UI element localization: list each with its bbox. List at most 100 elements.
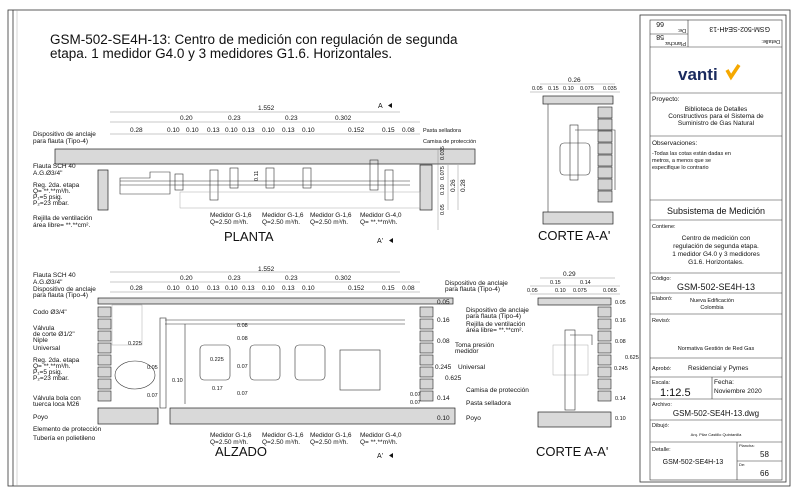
- meter-label: Q=2.50 m³/h.: [210, 219, 248, 226]
- dim: 0.10: [225, 285, 238, 292]
- proyecto-text: Constructivos para el Sistema de: [668, 113, 764, 120]
- dim: 0.07: [410, 400, 421, 406]
- dibujo-value: Arq. Pilar Castillo Quintanilla: [691, 432, 742, 437]
- label-anclaje: Dispositivo de anclaje: [445, 280, 508, 287]
- label-toma-presion: medidor: [455, 348, 479, 355]
- label-universal: Universal: [33, 345, 61, 352]
- poyo: [97, 407, 159, 425]
- escala-label: Escala:: [652, 380, 671, 386]
- meter-label: Medidor G-1,6: [210, 212, 252, 219]
- contiene-text: 1 medidor G4.0 y 3 medidores: [672, 251, 760, 258]
- label-flauta: Flauta SCH 40: [33, 163, 76, 170]
- dim: 0.20: [180, 275, 193, 282]
- dim: 0.13: [242, 285, 255, 292]
- dim: 0.10: [440, 184, 446, 195]
- archivo-label: Archivo:: [652, 402, 672, 408]
- label-regulador: Q= **.**m³/h.: [33, 363, 71, 370]
- contiene-label: Contiene:: [652, 224, 676, 230]
- dim: 1.552: [258, 105, 275, 112]
- section-arrow-icon: [389, 238, 393, 243]
- de-label-rotated: De:: [677, 27, 686, 33]
- meter-label: Medidor G-4,0: [360, 432, 402, 439]
- meter-label: Medidor G-1,6: [210, 432, 252, 439]
- dim: 0.152: [348, 127, 365, 134]
- proyecto-label: Proyecto:: [652, 96, 680, 103]
- dim: 0.05: [527, 288, 538, 294]
- contiene-text: regulación de segunda etapa.: [673, 243, 759, 250]
- dim: 0.625: [625, 355, 639, 361]
- poyo: [169, 407, 456, 425]
- dim: 0.035: [440, 146, 446, 160]
- label-regulador: P₂=23 mbar.: [33, 375, 69, 382]
- de-value: 66: [760, 469, 769, 478]
- dim: 0.20: [180, 115, 193, 122]
- label-rejilla: Rejilla de ventilación: [466, 321, 526, 328]
- dim: 0.16: [437, 317, 450, 324]
- aprobo-label: Aprobó:: [652, 366, 672, 372]
- dim: 0.10: [615, 416, 626, 422]
- view-label-planta: PLANTA: [224, 229, 274, 244]
- label-universal: Universal: [458, 364, 486, 371]
- alzado-view: 1.552 0.20 0.23 0.23 0.302 0.28 0.10 0.1…: [33, 266, 529, 460]
- dim: 0.05: [532, 86, 543, 92]
- dim: 0.07: [410, 392, 421, 398]
- detalle-value-rotated: GSM-502-SE4H-13: [709, 25, 770, 32]
- dim: 0.245: [614, 366, 628, 372]
- dim: 0.23: [285, 115, 298, 122]
- dim: 0.10: [225, 127, 238, 134]
- dim: 0.10: [167, 127, 180, 134]
- meter-label: Q=2.50 m³/h.: [310, 439, 348, 446]
- plancha-label-rotated: Plancha:: [664, 40, 686, 46]
- dim: 0.302: [335, 275, 352, 282]
- label-pasta: Pasta selladora: [466, 400, 511, 407]
- brick-column: [97, 306, 112, 402]
- dim: 0.10: [437, 415, 450, 422]
- label-anclaje: Dispositivo de anclaje: [33, 131, 96, 138]
- title-block-frame: [639, 14, 787, 483]
- label-pasta: Pasta selladora: [423, 128, 462, 134]
- label-regulador: Reg. 2da. etapa: [33, 182, 80, 189]
- label-rejilla: área libre= **.**cm².: [33, 222, 90, 229]
- reviso-text: Normativa Gestión de Red Gas: [678, 346, 755, 352]
- label-regulador: P₁=5 psig.: [33, 369, 63, 376]
- dim: 0.23: [228, 275, 241, 282]
- dim: 0.05: [147, 365, 158, 371]
- elaboro-text: Colombia: [700, 305, 724, 311]
- section-marker-a: A: [378, 103, 383, 110]
- meter-label: Medidor G-1,6: [262, 212, 304, 219]
- section-arrow-icon: [389, 453, 393, 458]
- label-regulador: Reg. 2da. etapa: [33, 357, 80, 364]
- dim: 0.13: [242, 127, 255, 134]
- contiene-text: Centro de medición con: [682, 235, 751, 242]
- dim: 0.08: [615, 339, 626, 345]
- meter-label: Q=2.50 m³/h.: [210, 439, 248, 446]
- drawing-title-line2: etapa. 1 medidor G4.0 y 3 medidores G1.6…: [50, 46, 392, 61]
- dim: 0.10: [167, 285, 180, 292]
- label-niple: Niple: [33, 337, 48, 344]
- dim: 0.07: [237, 391, 248, 397]
- label-poyo: Poyo: [33, 414, 48, 421]
- aprobo-text: Residencial y Pymes: [688, 365, 749, 372]
- section-arrow-icon: [388, 103, 392, 108]
- dim: 0.10: [172, 378, 183, 384]
- meter-label: Q= **.**m³/h.: [360, 219, 398, 226]
- dim: 0.05: [440, 204, 446, 215]
- dim: 0.08: [402, 127, 415, 134]
- dim: 0.15: [550, 280, 561, 286]
- label-regulador: P₁=5 psig.: [33, 194, 63, 201]
- dim: 0.14: [615, 396, 626, 402]
- dim: 0.08: [437, 338, 450, 345]
- side-wall: [419, 164, 433, 211]
- dim: 0.28: [460, 179, 467, 192]
- label-flauta: A.G.Ø3/4": [33, 170, 63, 177]
- observaciones-text: metros, a menos que se: [652, 158, 711, 164]
- ventilation-grille: [111, 304, 143, 346]
- reviso-label: Revisó:: [652, 318, 671, 324]
- dim: 0.23: [285, 275, 298, 282]
- dim: 0.08: [402, 285, 415, 292]
- observaciones-label: Observaciones:: [652, 140, 697, 147]
- dim: 0.15: [382, 127, 395, 134]
- section-marker-a2: A': [377, 453, 383, 460]
- dim: 0.08: [237, 323, 248, 329]
- label-anclaje: para flauta (Tipo-4): [466, 313, 521, 320]
